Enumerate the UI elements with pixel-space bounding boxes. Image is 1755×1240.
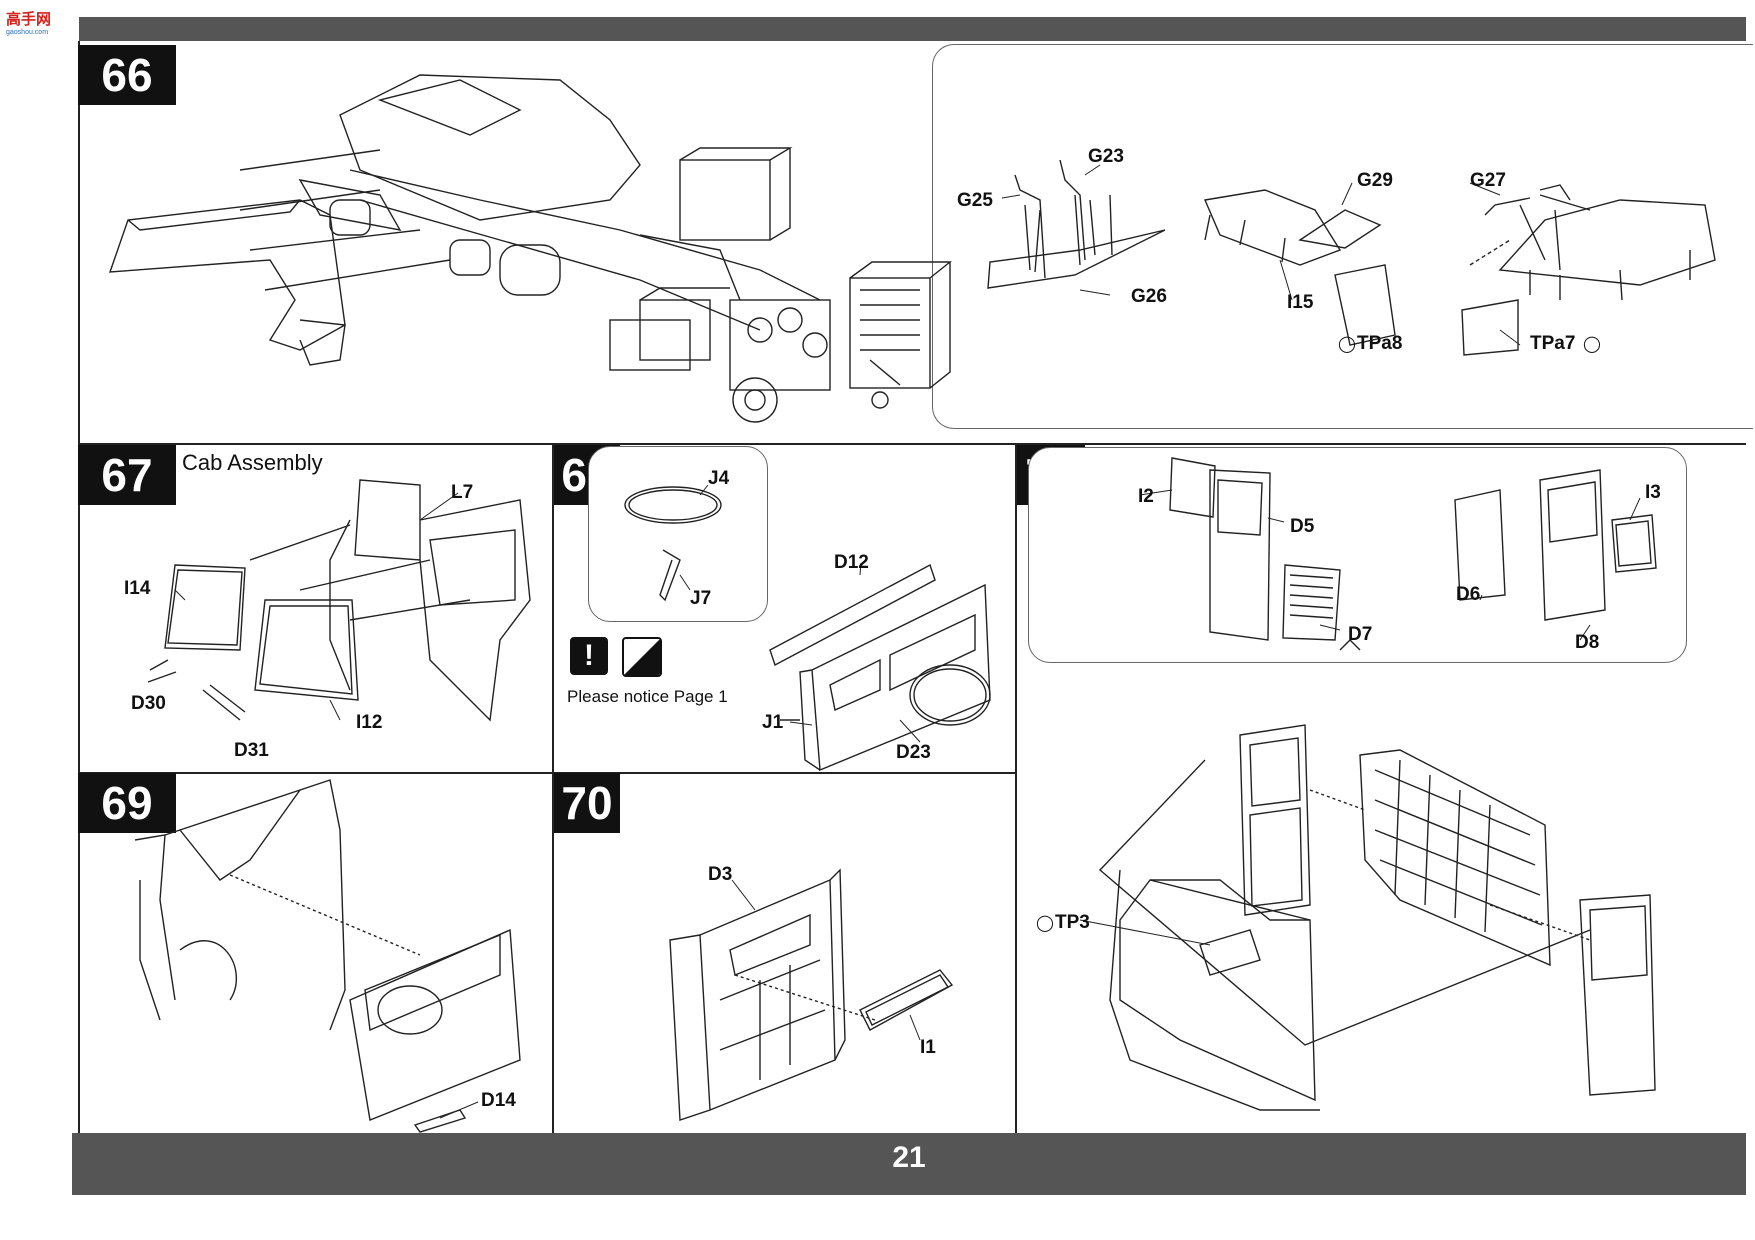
- part-label-tpa7: TPa7: [1530, 333, 1576, 354]
- header-bar: [79, 17, 1746, 41]
- step-71-doors-callout: [1028, 447, 1687, 663]
- part-label-d7: D7: [1348, 624, 1373, 645]
- step-69-badge: 69: [78, 773, 176, 833]
- paint-swatch-graphic: [624, 639, 660, 675]
- part-label-j1: J1: [762, 712, 784, 733]
- page-number: 21: [892, 1141, 926, 1174]
- part-label-i14: I14: [124, 578, 151, 599]
- part-label-d12: D12: [834, 552, 869, 573]
- part-label-d14: D14: [481, 1090, 516, 1111]
- divider-col-1: [552, 443, 554, 1133]
- divider-col-2: [1015, 443, 1017, 1133]
- divider-middle: [78, 772, 1016, 774]
- part-label-d23: D23: [896, 742, 931, 763]
- part-label-g26: G26: [1131, 286, 1167, 307]
- logo-brand: 高手网: [6, 10, 52, 28]
- part-label-i12: I12: [356, 712, 383, 733]
- step-66-badge: 66: [78, 45, 176, 105]
- part-label-g29: G29: [1357, 170, 1393, 191]
- step-66-chassis-drawing: [108, 74, 952, 423]
- part-label-g25: G25: [957, 190, 993, 211]
- site-logo: 高手网 gaoshou.com: [6, 8, 68, 40]
- part-label-l7: L7: [451, 482, 474, 503]
- part-label-j7: J7: [690, 588, 712, 609]
- step-68-dash-drawing: [624, 486, 991, 772]
- part-label-j4: J4: [708, 468, 730, 489]
- photo-etch-icon: ◯: [1036, 915, 1054, 932]
- part-label-d3: D3: [708, 864, 733, 885]
- step-67-badge: 67: [78, 445, 176, 505]
- part-label-tp3: TP3: [1055, 912, 1090, 933]
- part-label-d5: D5: [1290, 516, 1315, 537]
- part-label-g27: G27: [1470, 170, 1506, 191]
- part-label-i1: I1: [920, 1037, 936, 1058]
- part-label-i2: I2: [1138, 486, 1154, 507]
- exclamation-icon: !: [570, 637, 608, 675]
- part-label-g23: G23: [1088, 146, 1124, 167]
- part-label-d31: D31: [234, 740, 269, 761]
- step-67-title: Cab Assembly: [182, 450, 323, 475]
- step-68-steering-callout: [588, 446, 768, 622]
- footer-bar: 21: [72, 1133, 1746, 1195]
- step-66-detail-callout: [932, 44, 1753, 429]
- step-67-cab-drawing: [147, 479, 531, 722]
- step-69-cab-drawing: [134, 779, 521, 1133]
- part-label-d6: D6: [1456, 584, 1481, 605]
- step-71-door-detail-drawing: [1169, 457, 1657, 651]
- step-71-cab-final-drawing: [1098, 724, 1656, 1111]
- page-left-border: [78, 41, 80, 1133]
- divider-top: [78, 443, 1746, 445]
- part-label-d30: D30: [131, 693, 166, 714]
- photo-etch-icon: ◯: [1583, 336, 1601, 353]
- part-label-d8: D8: [1575, 632, 1600, 653]
- paint-swatch-icon: [622, 637, 662, 677]
- photo-etch-icon: ◯: [1338, 336, 1356, 353]
- step-70-rearwall-drawing: [669, 868, 954, 1121]
- logo-site: gaoshou.com: [6, 29, 49, 36]
- part-label-tpa8: TPa8: [1357, 333, 1403, 354]
- part-label-i15: I15: [1287, 292, 1314, 313]
- step-66-detail-drawing: [987, 159, 1716, 356]
- step-70-badge: 70: [554, 773, 620, 833]
- notice-text: Please notice Page 1: [567, 687, 728, 706]
- part-label-i3: I3: [1645, 482, 1661, 503]
